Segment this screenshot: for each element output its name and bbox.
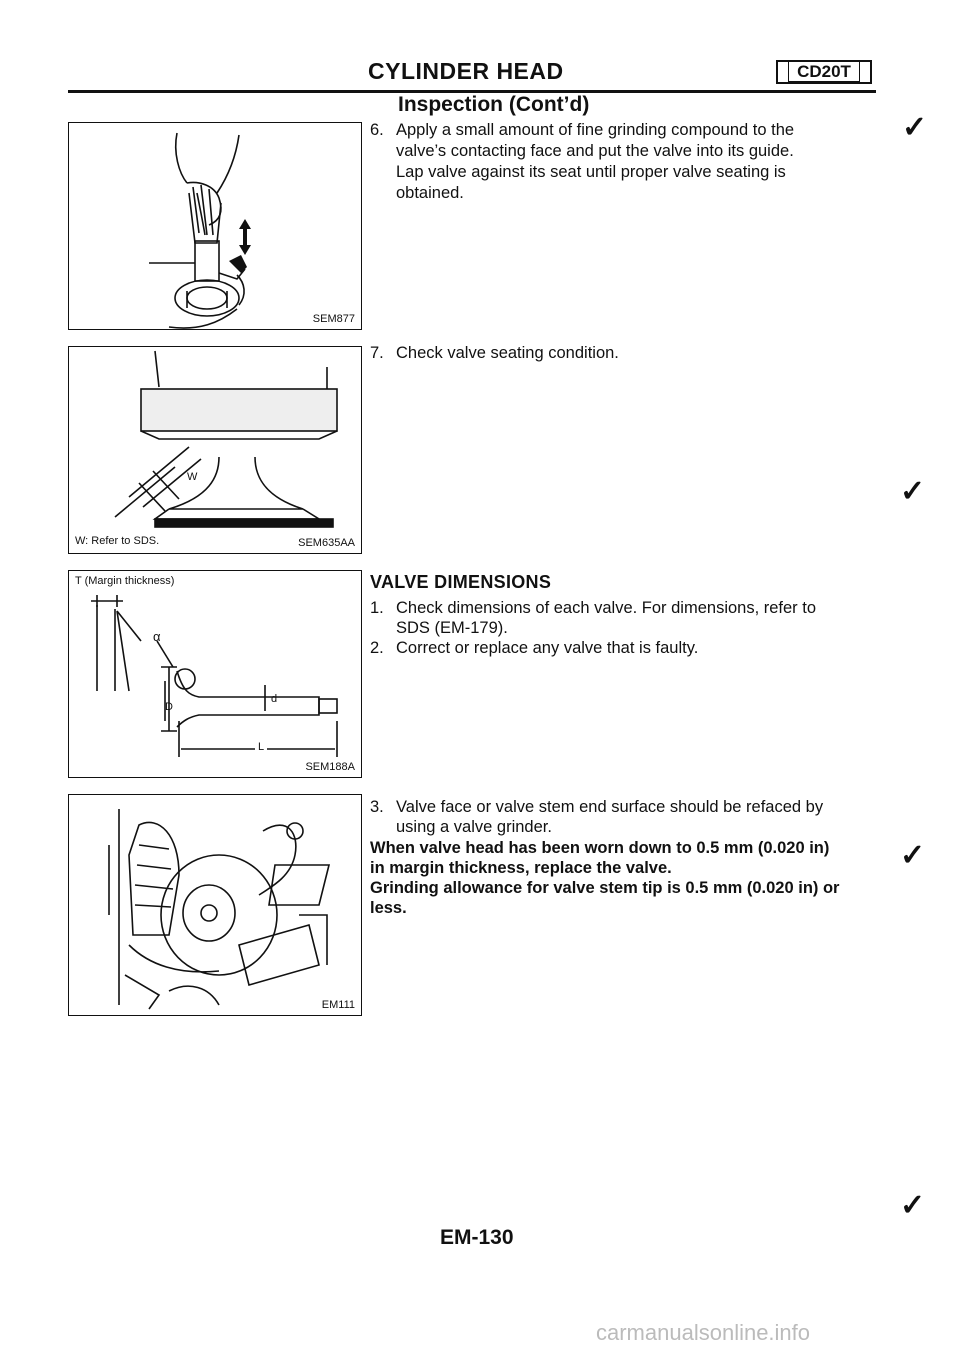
revision-check-mark: ✓	[900, 839, 926, 872]
valve-dim-item-1-line-2: SDS (EM-179).	[396, 619, 508, 637]
valve-grinder-illustration	[108, 809, 331, 1010]
length-label: L	[255, 741, 268, 753]
step-6-line-4: obtained.	[396, 184, 464, 202]
watermark: carmanualsonline.info	[596, 1320, 811, 1345]
step-7-number: 7.	[370, 344, 384, 362]
valve-dim-item-1: 1. Check dimensions of each valve. For d…	[370, 598, 880, 640]
angle-alpha-label: α	[153, 629, 161, 644]
width-label: W	[187, 471, 198, 483]
note-line-3: Grinding allowance for valve stem tip is…	[370, 879, 840, 897]
margin-thickness-note: When valve head has been worn down to 0.…	[370, 838, 880, 918]
page-number: EM-130	[440, 1226, 514, 1249]
valve-dim-item-1-number: 1.	[370, 599, 384, 617]
valve-lapping-illustration	[149, 132, 251, 329]
valve-dimensions-heading: VALVE DIMENSIONS	[370, 572, 552, 592]
step-6-line-3: Lap valve against its seat until proper …	[396, 163, 786, 181]
section-title: Inspection (Cont’d)	[398, 93, 590, 116]
figure-valve-lapping: SEM877	[68, 122, 362, 330]
note-line-4: less.	[370, 899, 407, 917]
revision-check-mark: ✓	[902, 111, 928, 144]
figure-code: EM111	[321, 999, 355, 1011]
valve-dim-item-3: 3. Valve face or valve stem end surface …	[370, 797, 880, 839]
valve-dim-item-3-line-2: using a valve grinder.	[396, 818, 552, 836]
step-6-line-2: valve’s contacting face and put the valv…	[396, 142, 794, 160]
step-7-text: Check valve seating condition.	[396, 344, 619, 362]
step-6: 6. Apply a small amount of fine grinding…	[370, 120, 880, 204]
figure-valve-dimensions: T (Margin thickness) α D d L SEM188A	[68, 570, 362, 778]
page-header-title: CYLINDER HEAD	[368, 58, 564, 84]
engine-code-text: CD20T	[788, 61, 860, 82]
valve-dim-item-3-number: 3.	[370, 798, 384, 816]
head-diameter-label: D	[165, 701, 173, 713]
revision-check-mark: ✓	[900, 1189, 926, 1222]
figure-code: SEM635AA	[298, 537, 355, 549]
step-7: 7. Check valve seating condition.	[370, 343, 880, 365]
valve-dim-item-2-text: Correct or replace any valve that is fau…	[396, 639, 699, 657]
valve-dimensions-illustration	[91, 595, 338, 757]
note-line-1: When valve head has been worn down to 0.…	[370, 839, 830, 857]
figure-code: SEM877	[312, 313, 355, 325]
valve-dim-item-2: 2. Correct or replace any valve that is …	[370, 638, 880, 660]
valve-seating-illustration	[114, 350, 338, 528]
figure-valve-seating: W W: Refer to SDS. SEM635AA	[68, 346, 362, 554]
note-line-2: in margin thickness, replace the valve.	[370, 859, 672, 877]
revision-check-mark: ✓	[900, 475, 926, 508]
figure-code: SEM188A	[305, 761, 355, 773]
engine-code-badge: CD20T	[776, 60, 872, 84]
figure-valve-grinder: EM111	[68, 794, 362, 1016]
valve-dim-item-1-line-1: Check dimensions of each valve. For dime…	[396, 599, 817, 617]
header-rule	[68, 90, 876, 93]
stem-diameter-label: d	[271, 693, 278, 705]
valve-dim-item-3-line-1: Valve face or valve stem end surface sho…	[396, 798, 824, 816]
figure-caption: W: Refer to SDS.	[75, 535, 160, 547]
step-6-line-1: Apply a small amount of fine grinding co…	[396, 121, 795, 139]
margin-thickness-label: T (Margin thickness)	[75, 575, 175, 587]
step-6-number: 6.	[370, 121, 384, 139]
valve-dim-item-2-number: 2.	[370, 639, 384, 657]
